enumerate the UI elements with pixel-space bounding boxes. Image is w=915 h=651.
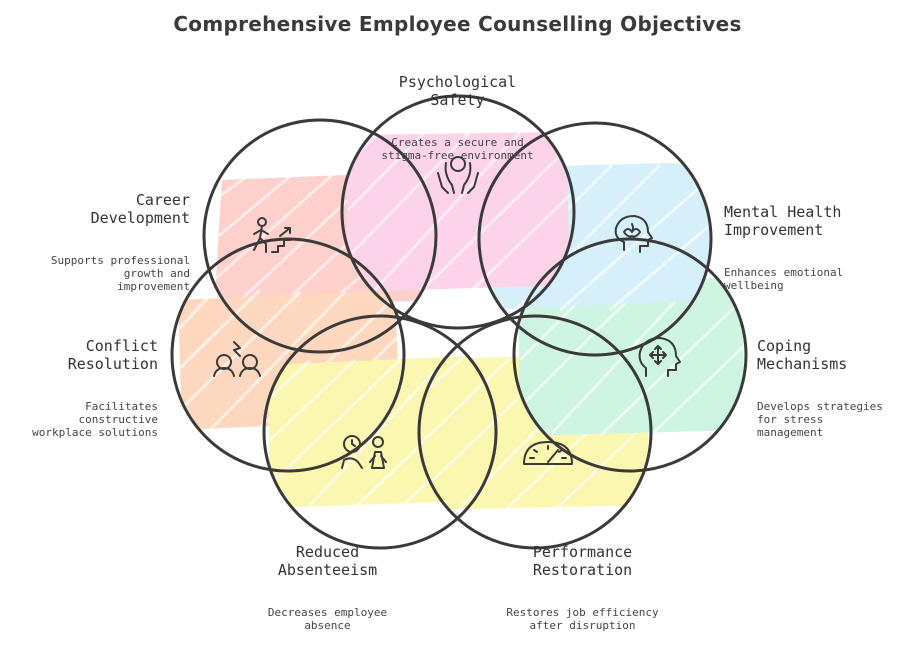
node-description: Creates a secure and stigma-free environ… — [381, 136, 534, 162]
arrows-head-icon — [638, 337, 681, 377]
circle-mental-health — [477, 121, 713, 357]
label-career: Career Development Supports professional… — [2, 172, 190, 312]
label-performance: Performance Restoration Restores job eff… — [470, 524, 695, 651]
lotus-head-icon — [614, 215, 653, 253]
node-title: Career Development — [90, 191, 190, 227]
diagram-canvas: Comprehensive Employee Counselling Objec… — [2, 12, 912, 632]
node-description: Enhances emotional wellbeing — [724, 266, 844, 292]
node-description: Decreases employee absence — [267, 606, 388, 632]
stairs-person-icon — [253, 217, 291, 253]
circle-performance — [417, 314, 653, 550]
page-title: Comprehensive Employee Counselling Objec… — [173, 12, 742, 36]
node-title: Coping Mechanisms — [757, 337, 848, 373]
circle-absenteeism — [262, 314, 498, 550]
node-title: Performance Restoration — [532, 543, 633, 579]
node-description: Develops strategies for stress managemen… — [757, 400, 883, 439]
circle-psychological-safety — [340, 94, 576, 330]
label-absenteeism: Reduced Absenteeism Decreases employee a… — [215, 524, 440, 651]
node-description: Supports professional growth and improve… — [50, 254, 190, 293]
venn-diagram — [170, 94, 748, 550]
hands-head-icon — [437, 156, 479, 194]
circle-coping — [512, 237, 748, 473]
node-title: Conflict Resolution — [67, 337, 158, 373]
label-conflict: Conflict Resolution Facilitates construc… — [2, 318, 158, 458]
circle-fill-psychological-safety — [344, 130, 572, 294]
label-coping: Coping Mechanisms Develops strategies fo… — [757, 318, 912, 458]
gauge-icon — [523, 441, 573, 465]
circle-career — [202, 118, 438, 354]
label-mental-health: Mental Health Improvement Enhances emoti… — [724, 184, 904, 311]
node-description: Facilitates constructive workplace solut… — [32, 400, 158, 439]
conflict-people-icon — [213, 341, 261, 377]
clock-person-icon — [341, 435, 387, 469]
node-title: Mental Health Improvement — [724, 203, 842, 239]
node-title: Psychological Safety — [398, 73, 517, 109]
label-psychological-safety: Psychological Safety Creates a secure an… — [345, 54, 570, 181]
node-title: Reduced Absenteeism — [277, 543, 378, 579]
node-description: Restores job efficiency after disruption — [506, 606, 659, 632]
